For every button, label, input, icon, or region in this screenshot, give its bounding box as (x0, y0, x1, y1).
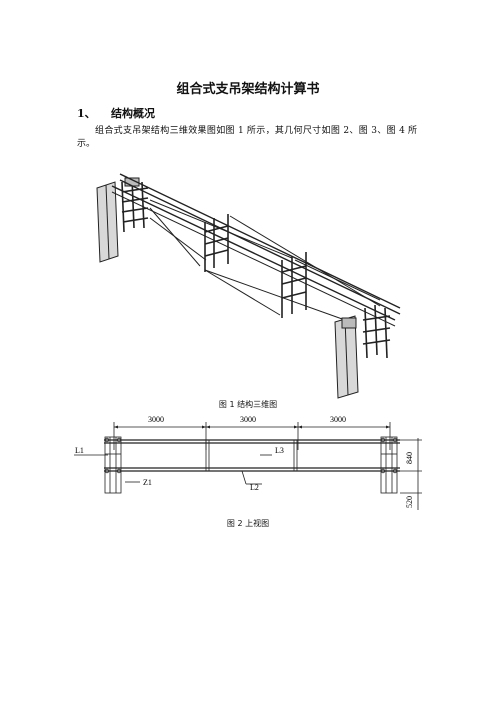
dim-top-1: 3000 (148, 415, 164, 424)
figure-2-caption: 图 2 上视图 (226, 519, 270, 528)
label-z1: Z1 (143, 478, 152, 487)
figure-3d-structure (96, 173, 401, 399)
section-heading: 1、 结构概况 (77, 105, 155, 121)
label-l1: L1 (75, 446, 84, 455)
label-l2: L2 (250, 483, 259, 492)
figure-1-caption: 图 1 结构三维图 (218, 400, 278, 409)
dim-right-2: 520 (405, 496, 414, 508)
body-paragraph: 组合式支吊架结构三维效果图如图 1 所示，其几何尺寸如图 2、图 3、图 4 所… (77, 126, 417, 149)
label-l3: L3 (275, 446, 284, 455)
dim-right-1: 840 (405, 452, 414, 464)
document-title: 组合式支吊架结构计算书 (176, 82, 320, 97)
dim-top-3: 3000 (330, 415, 346, 424)
section-number: 1、 (77, 107, 96, 120)
section-heading-text: 结构概况 (111, 107, 155, 120)
figure-top-view: 3000 3000 3000 840 520 L1 L3 Z1 L2 (74, 415, 422, 510)
dim-top-2: 3000 (240, 415, 256, 424)
